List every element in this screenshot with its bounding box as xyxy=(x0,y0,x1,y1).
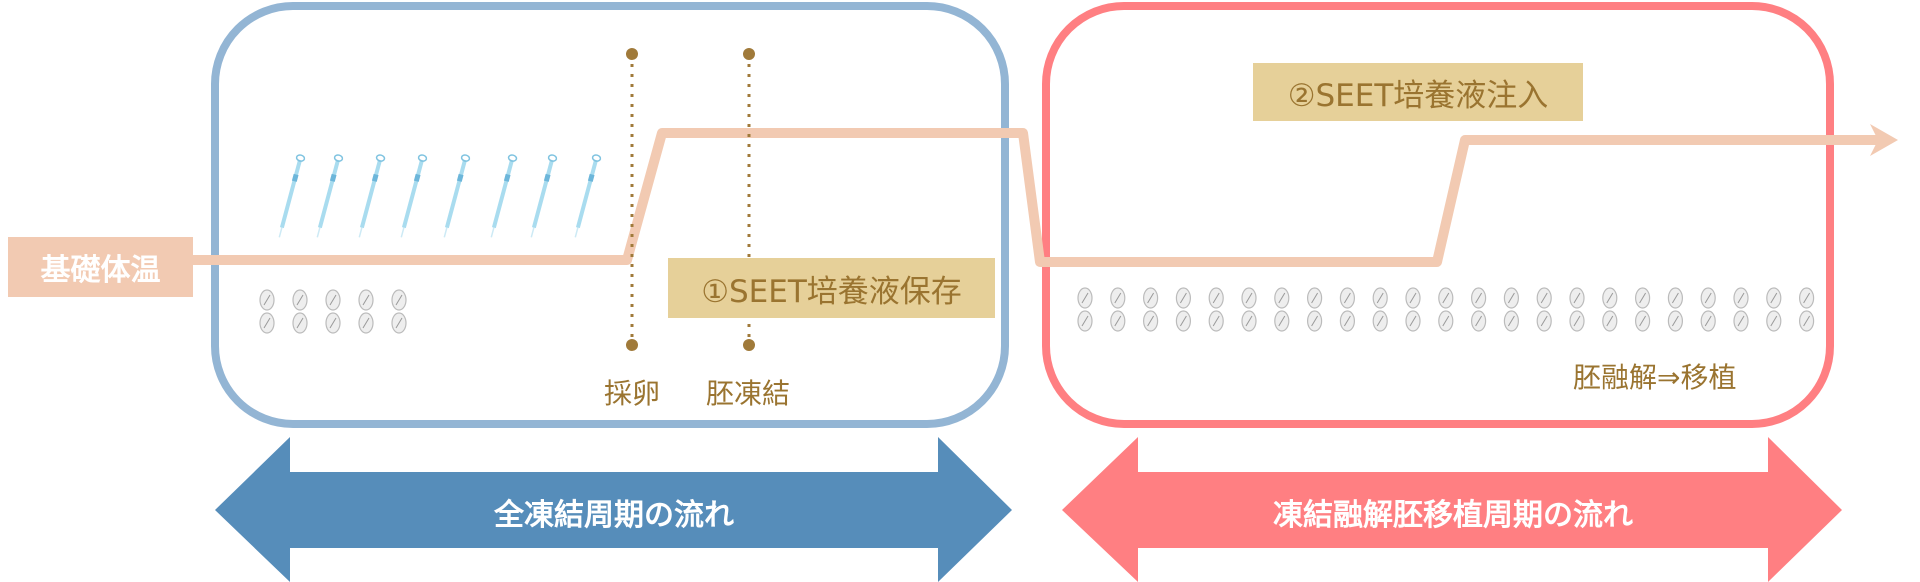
embryo-icon xyxy=(1274,310,1290,332)
embryo-icon xyxy=(1569,287,1585,309)
embryo-icon xyxy=(358,312,374,334)
embryo-icon xyxy=(358,289,374,311)
embryo-icon xyxy=(1110,310,1126,332)
pipette-group xyxy=(278,154,602,238)
thaw-transfer-label: 胚融解⇒移植 xyxy=(1573,361,1737,394)
embryo-icon xyxy=(1798,310,1815,332)
embryo-icon xyxy=(1208,310,1224,332)
embryo-group xyxy=(259,287,1815,334)
pipette-icon xyxy=(358,154,386,238)
embryo-icon xyxy=(1766,287,1782,309)
embryo-icon xyxy=(1372,287,1388,309)
embryo-icon xyxy=(1602,310,1618,332)
embryo-icon xyxy=(391,312,407,334)
embryo-icon xyxy=(1110,287,1126,309)
embryo-icon xyxy=(1536,310,1552,332)
seet-inject-tag: ②SEET培養液注入 xyxy=(1253,63,1583,121)
embryo-icon xyxy=(1766,310,1782,332)
frozen-transfer-flow-arrow xyxy=(1062,437,1842,582)
embryo-icon xyxy=(1142,310,1159,332)
full-freeze-cycle-box xyxy=(211,2,1009,428)
embryo-icon xyxy=(1569,310,1585,332)
embryo-icon xyxy=(1634,310,1651,332)
pipette-icon xyxy=(574,154,602,238)
embryo-icon xyxy=(1470,287,1487,309)
embryo-icon xyxy=(1274,287,1290,309)
embryo-icon xyxy=(1405,310,1421,332)
frozen-transfer-cycle-box xyxy=(1042,2,1834,428)
pipette-icon xyxy=(316,154,344,238)
embryo-icon xyxy=(1700,287,1716,309)
egg-retrieval-label: 採卵 xyxy=(604,377,661,410)
seet-store-tag: ①SEET培養液保存 xyxy=(668,258,995,318)
embryo-icon xyxy=(1733,310,1749,332)
embryo-icon xyxy=(1667,287,1684,309)
embryo-icon xyxy=(1339,287,1356,309)
embryo-icon xyxy=(1438,287,1454,309)
embryo-icon xyxy=(1241,287,1257,309)
embryo-icon xyxy=(292,289,308,311)
embryo-icon xyxy=(1405,287,1421,309)
frozen-transfer-flow-label: 凍結融解胚移植周期の流れ xyxy=(1273,498,1633,533)
embryo-icon xyxy=(1438,310,1454,332)
pipette-icon xyxy=(278,154,306,238)
embryo-icon xyxy=(1241,310,1257,332)
embryo-icon xyxy=(1306,287,1323,309)
pipette-icon xyxy=(490,154,518,238)
full-freeze-flow-arrow xyxy=(215,437,1012,582)
embryo-icon xyxy=(1470,310,1487,332)
embryo-icon xyxy=(325,289,341,311)
embryo-icon xyxy=(1175,287,1192,309)
embryo-icon xyxy=(1733,287,1749,309)
embryo-icon xyxy=(1602,287,1618,309)
embryo-icon xyxy=(292,312,308,334)
pipette-icon xyxy=(400,154,428,238)
embryo-freeze-label: 胚凍結 xyxy=(706,377,791,410)
embryo-icon xyxy=(259,289,275,311)
embryo-icon xyxy=(1536,287,1552,309)
embryo-icon xyxy=(1306,310,1323,332)
embryo-icon xyxy=(1077,287,1093,309)
embryo-icon xyxy=(1700,310,1716,332)
temperature-arrowhead xyxy=(1870,124,1898,156)
embryo-icon xyxy=(1667,310,1684,332)
embryo-icon xyxy=(1372,310,1388,332)
egg-retrieval-marker xyxy=(626,48,638,351)
embryo-icon xyxy=(1503,310,1520,332)
embryo-icon xyxy=(1142,287,1159,309)
embryo-icon xyxy=(1798,287,1815,309)
pipette-icon xyxy=(443,154,471,238)
basal-temp-label: 基礎体温 xyxy=(8,237,193,297)
embryo-icon xyxy=(1634,287,1651,309)
embryo-icon xyxy=(1503,287,1520,309)
pipette-icon xyxy=(530,154,558,238)
embryo-icon xyxy=(259,312,275,334)
embryo-icon xyxy=(1077,310,1093,332)
embryo-icon xyxy=(1175,310,1192,332)
embryo-icon xyxy=(1208,287,1224,309)
embryo-icon xyxy=(325,312,341,334)
embryo-icon xyxy=(391,289,407,311)
embryo-icon xyxy=(1339,310,1356,332)
basal-temperature-line xyxy=(160,128,1880,267)
full-freeze-flow-label: 全凍結周期の流れ xyxy=(494,498,734,533)
